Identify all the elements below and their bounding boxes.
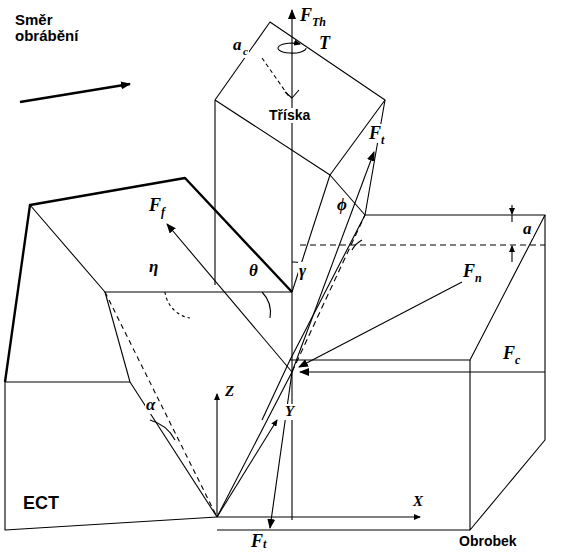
part-name: Obrobek (458, 534, 518, 549)
angle-symbol: γ (298, 262, 307, 280)
force-subscript: t (262, 538, 267, 551)
force-subscript: n (474, 272, 483, 285)
angle-symbol: α (145, 396, 156, 414)
part-name: ECT (22, 494, 60, 513)
torque-symbol: T (318, 34, 331, 53)
dimension-subscript: c (242, 46, 249, 58)
angle-symbol: ϕ (336, 196, 348, 214)
dimension-symbol: a (522, 220, 533, 238)
dimension-symbol: a (232, 36, 243, 54)
axis-label: X (412, 494, 424, 510)
direction-label: Směr obrábění (14, 12, 100, 44)
axis-label: Z (224, 384, 235, 400)
angle-symbol: η (148, 258, 159, 276)
angle-symbol: θ (248, 262, 259, 280)
axis-label: Y (284, 404, 295, 420)
part-name: Tříska (268, 108, 311, 123)
force-subscript: t (380, 134, 385, 147)
force-subscript: Th (311, 16, 327, 29)
force-subscript: f (160, 206, 166, 219)
force-subscript: c (514, 354, 521, 367)
